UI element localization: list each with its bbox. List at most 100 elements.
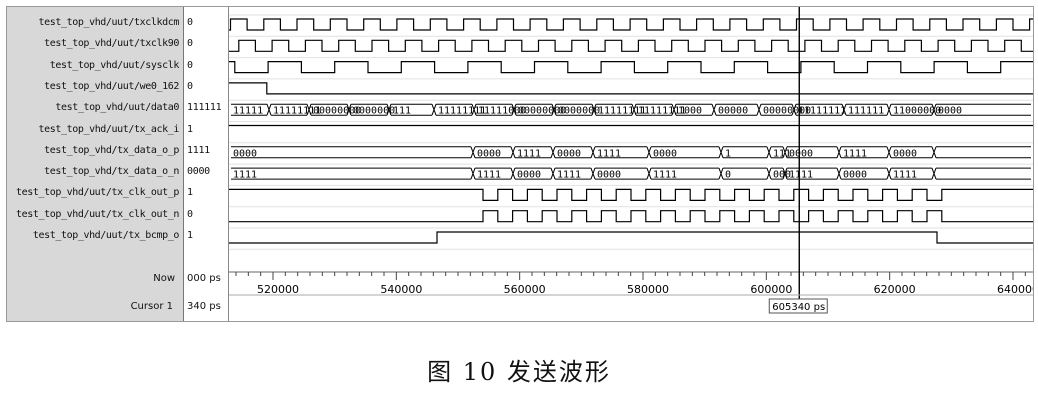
signal-name[interactable]: test_top_vhd/uut/tx_bcmp_o xyxy=(32,230,179,241)
data0-bus-label: 1000 xyxy=(678,106,702,117)
signal-name[interactable]: test_top_vhd/uut/txclkdcm xyxy=(38,17,179,28)
tx-data-n-bus-edge xyxy=(836,167,842,180)
data0-bus-edge xyxy=(791,104,797,116)
tick-label: 540000 xyxy=(380,283,422,296)
signal-names-pane: test_top_vhd/uut/txclkdcm test_top_vhd/uu… xyxy=(7,7,184,321)
data0-bus-label: 0000000 xyxy=(353,106,395,117)
txclkdcm-wave xyxy=(229,18,1033,31)
signal-name[interactable]: test_top_vhd/uut/we0_162 xyxy=(44,80,179,92)
tx-data-n-bus-label: 0000 xyxy=(597,170,621,181)
tx-data-p-bus-edge xyxy=(550,146,556,158)
data0-bus-edge xyxy=(266,104,272,116)
now-value: 000 ps xyxy=(187,273,221,284)
tx-data-n-bus-label: 000 xyxy=(773,170,791,181)
cursor-flag-label: 605340 ps xyxy=(772,302,825,313)
now-label: Now xyxy=(153,273,175,284)
signal-value: 1 xyxy=(187,187,193,199)
tx-clk-out-p-wave xyxy=(229,188,1033,201)
signal-name[interactable]: test_top_vhd/uut/tx_clk_out_p xyxy=(16,187,179,199)
data0-bus-edge xyxy=(551,104,557,116)
tx-data-n-bus-label: 0000 xyxy=(517,170,541,181)
data0-bus-label: 11111000 xyxy=(478,106,526,117)
tx-data-p-bus-label: 1111 xyxy=(843,148,867,159)
data0-bus-edge xyxy=(471,104,477,116)
tx-data-p-bus-edge xyxy=(718,146,724,158)
data0-bus-edge xyxy=(386,104,392,116)
tx-data-p-bus-edge xyxy=(470,146,476,158)
tx-data-p-bus-label: 1111 xyxy=(517,148,541,159)
cursor-flag xyxy=(768,298,828,314)
tx-data-n-bus-edge xyxy=(646,167,652,180)
signal-value: 0000 xyxy=(187,166,210,178)
tx-data-p-bus-edge xyxy=(836,146,842,158)
signal-value: 0 xyxy=(187,38,193,50)
signal-name[interactable]: test_top_vhd/tx_data_o_p xyxy=(44,144,179,156)
tx-data-p-bus-label: 1 xyxy=(725,148,731,159)
tx-bcmp-wave xyxy=(229,231,1033,244)
data0-bus-edge xyxy=(711,104,717,116)
data0-bus-edge xyxy=(431,104,437,116)
tick-label: 560000 xyxy=(504,283,546,296)
tx-data-n-bus-label: 1111 xyxy=(653,170,677,181)
data0-bus-edge xyxy=(931,104,937,116)
txclk90-wave xyxy=(229,39,1033,52)
tx-data-n-bus-edge xyxy=(510,167,516,180)
data0-bus-edge xyxy=(841,104,847,116)
data0-bus-edge xyxy=(591,104,597,116)
tx-data-n-bus-edge xyxy=(470,167,476,180)
data0-bus-label: 11111111 xyxy=(438,106,486,117)
tx-data-p-bus-label: 0000 xyxy=(653,148,677,159)
data0-bus-edge xyxy=(346,104,352,116)
data0-bus-edge xyxy=(511,104,517,116)
tx-data-n-bus-label: 0 xyxy=(725,170,731,181)
tick-label: 600000 xyxy=(750,283,792,296)
data0-bus-label: 111 xyxy=(393,106,411,117)
signal-name[interactable]: test_top_vhd/uut/tx_ack_i xyxy=(38,123,179,135)
cursor-value: 340 ps xyxy=(187,301,221,312)
cursor-label: Cursor 1 xyxy=(130,301,173,312)
data0-bus-label: 11111111 xyxy=(598,106,646,117)
tick-label: 580000 xyxy=(627,283,669,296)
tx-data-n-bus-label: 1111 xyxy=(557,170,581,181)
data0-bus-label: 11111 xyxy=(233,106,263,117)
tx-data-n-bus-label: 1111 xyxy=(789,170,813,181)
data0-bus-label: 0000000 xyxy=(558,106,600,117)
tx-data-p-bus-label: 1111 xyxy=(597,148,621,159)
tx-data-p-bus-label: 0000 xyxy=(477,148,501,159)
signal-value: 1111 xyxy=(187,144,210,156)
data0-bus-edge xyxy=(631,104,637,116)
data0-bus-label: 11111111 xyxy=(798,106,846,117)
data0-bus-label: 11111111 xyxy=(638,106,686,117)
data0-bus-edge xyxy=(671,104,677,116)
tx-data-p-bus-edge xyxy=(782,146,788,158)
data0-bus-label: 111111 xyxy=(848,106,884,117)
signal-name[interactable]: test_top_vhd/uut/sysclk xyxy=(49,59,179,71)
sysclk-wave xyxy=(229,61,1033,74)
tx-data-p-bus-edge xyxy=(766,146,772,158)
signal-name[interactable]: test_top_vhd/tx_data_o_n xyxy=(44,166,179,178)
tx-data-n-bus-label: 1111 xyxy=(477,170,501,181)
signal-value: 1 xyxy=(187,230,193,241)
tx-data-n-bus-label: 1111 xyxy=(233,170,257,181)
tx-data-n-bus-edge xyxy=(590,167,596,180)
tick-label: 640000 xyxy=(997,283,1033,296)
tx-data-n-bus-label: 1111 xyxy=(893,170,917,181)
tx-data-n-bus-edge xyxy=(550,167,556,180)
data0-bus-label: 00000000 xyxy=(518,106,566,117)
figure-caption: 图 10 发送波形 xyxy=(427,358,611,386)
signal-value: 0 xyxy=(187,80,193,92)
signal-name[interactable]: test_top_vhd/uut/txclk90 xyxy=(44,38,179,50)
data0-bus-label: 00000000 xyxy=(313,106,361,117)
tx-data-p-bus-label: 0000 xyxy=(557,148,581,159)
tx-data-p-bus-label: 0000 xyxy=(789,148,813,159)
signal-name[interactable]: test_top_vhd/uut/tx_clk_out_n xyxy=(16,208,179,220)
data0-bus-edge xyxy=(886,104,892,116)
tx-data-p-bus-edge xyxy=(646,146,652,158)
tx-data-p-bus-edge xyxy=(510,146,516,158)
tick-label: 520000 xyxy=(257,283,299,296)
data0-bus-label: 11000000 xyxy=(893,106,941,117)
signal-name[interactable]: test_top_vhd/uut/data0 xyxy=(55,102,179,114)
tx-data-p-bus-edge xyxy=(931,146,937,158)
